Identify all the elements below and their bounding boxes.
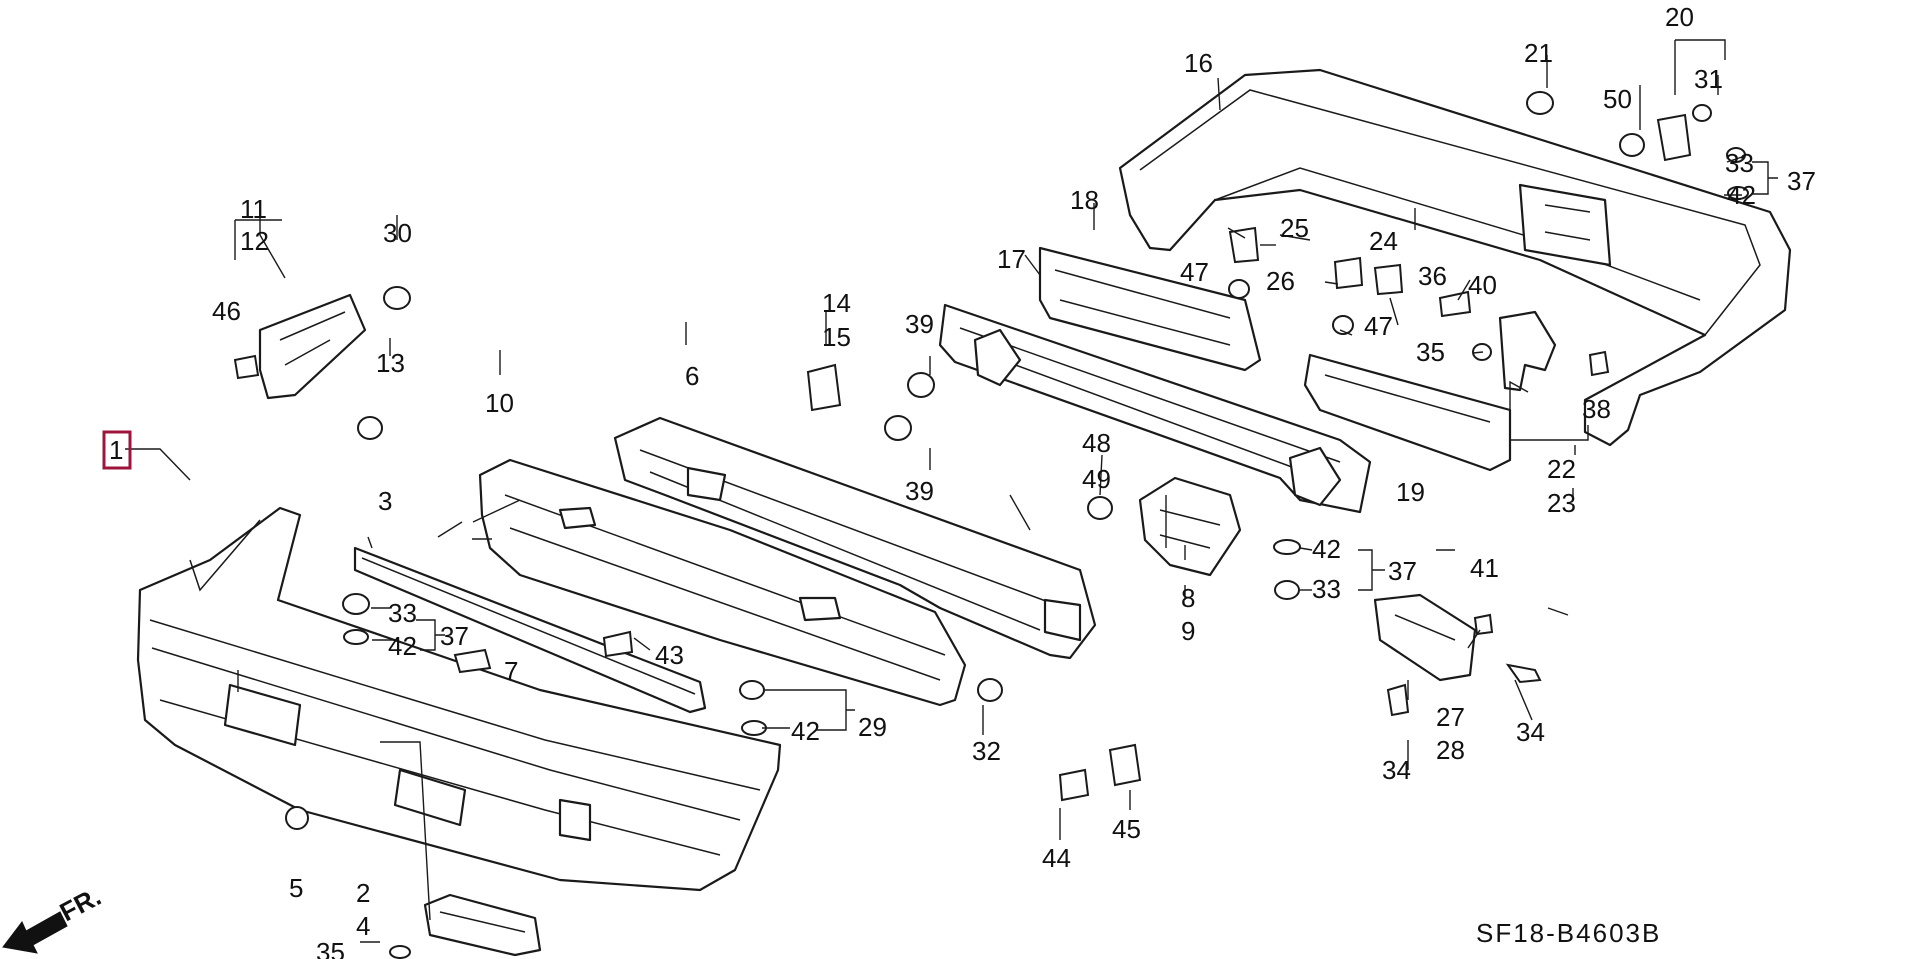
- front-mount-bracket: [1138, 476, 1242, 577]
- callout-42-mid[interactable]: 42: [1312, 534, 1341, 564]
- rear-beam: [938, 303, 1372, 514]
- callout-17[interactable]: 17: [997, 244, 1026, 274]
- callout-33-mid[interactable]: 33: [1312, 574, 1341, 604]
- callout-18[interactable]: 18: [1070, 185, 1099, 215]
- callout-39-lower[interactable]: 39: [905, 476, 934, 506]
- callout-16[interactable]: 16: [1184, 48, 1213, 78]
- callout-34-right[interactable]: 34: [1516, 717, 1545, 747]
- callout-14[interactable]: 14: [822, 288, 851, 318]
- diagram-code: SF18-B4603B: [1476, 918, 1661, 948]
- rear-absorber: [1038, 246, 1262, 372]
- callout-30[interactable]: 30: [383, 218, 412, 248]
- callout-23[interactable]: 23: [1547, 488, 1576, 518]
- rear-bumper-face: [1118, 68, 1792, 447]
- front-lower-bracket: [423, 893, 542, 957]
- callout-47[interactable]: 47: [1180, 257, 1209, 287]
- callout-41[interactable]: 41: [1470, 553, 1499, 583]
- front-beam: [613, 416, 1097, 660]
- callout-22[interactable]: 22: [1547, 454, 1576, 484]
- callout-28[interactable]: 28: [1436, 735, 1465, 765]
- front-side-bracket: [258, 293, 367, 400]
- front-upper-strip: [353, 546, 707, 714]
- callout-6[interactable]: 6: [685, 361, 699, 391]
- callout-37[interactable]: 37: [1787, 166, 1816, 196]
- callout-48[interactable]: 48: [1082, 428, 1111, 458]
- callout-35[interactable]: 35: [1416, 337, 1445, 367]
- leader-lines: [125, 39, 1778, 943]
- callout-9[interactable]: 9: [1181, 616, 1195, 646]
- callout-11[interactable]: 11: [240, 194, 267, 224]
- callout-3[interactable]: 3: [378, 486, 392, 516]
- callout-7[interactable]: 7: [504, 656, 518, 686]
- callout-34[interactable]: 34: [1382, 755, 1411, 785]
- callout-44[interactable]: 44: [1042, 843, 1071, 873]
- highlighted-callout-box: [102, 430, 132, 470]
- front-bumper-face: [136, 506, 782, 892]
- callout-49[interactable]: 49: [1082, 464, 1111, 494]
- callout-35-lower[interactable]: 35: [316, 937, 345, 959]
- callout-31[interactable]: 31: [1694, 64, 1723, 94]
- rear-side-bracket: [1498, 310, 1557, 392]
- callout-13[interactable]: 13: [376, 348, 405, 378]
- callout-37-front[interactable]: 37: [440, 621, 469, 651]
- callout-20[interactable]: 20: [1665, 2, 1694, 32]
- callout-26[interactable]: 26: [1266, 266, 1295, 296]
- front-absorber: [478, 458, 967, 707]
- callout-40[interactable]: 40: [1468, 270, 1497, 300]
- callout-12[interactable]: 12: [240, 226, 269, 256]
- callout-27[interactable]: 27: [1436, 702, 1465, 732]
- callout-42[interactable]: 42: [1727, 180, 1756, 210]
- front-direction-arrow-icon: [2, 911, 68, 954]
- callout-1[interactable]: 1: [109, 435, 123, 465]
- rear-mud-guard: [1373, 593, 1477, 682]
- callout-24[interactable]: 24: [1369, 226, 1398, 256]
- callout-39[interactable]: 39: [905, 309, 934, 339]
- callout-15[interactable]: 15: [822, 322, 851, 352]
- callout-42-front[interactable]: 42: [388, 631, 417, 661]
- callout-38[interactable]: 38: [1582, 394, 1611, 424]
- callout-47-mid[interactable]: 47: [1364, 311, 1393, 341]
- hardware-items: [233, 91, 1749, 959]
- callout-21[interactable]: 21: [1524, 38, 1553, 68]
- callout-10[interactable]: 10: [485, 388, 514, 418]
- callout-50[interactable]: 50: [1603, 84, 1632, 114]
- callout-37-mid[interactable]: 37: [1388, 556, 1417, 586]
- callout-2[interactable]: 2: [356, 878, 370, 908]
- callout-19[interactable]: 19: [1396, 477, 1425, 507]
- callout-32[interactable]: 32: [972, 736, 1001, 766]
- callout-43[interactable]: 43: [655, 640, 684, 670]
- callout-36[interactable]: 36: [1418, 261, 1447, 291]
- callout-46[interactable]: 46: [212, 296, 241, 326]
- callout-8[interactable]: 8: [1181, 583, 1195, 613]
- callout-4[interactable]: 4: [356, 911, 370, 941]
- callout-29[interactable]: 29: [858, 712, 887, 742]
- callout-5[interactable]: 5: [289, 873, 303, 903]
- callout-25[interactable]: 25: [1280, 213, 1309, 243]
- callout-42-lower[interactable]: 42: [791, 716, 820, 746]
- callout-33-front[interactable]: 33: [388, 598, 417, 628]
- callout-33[interactable]: 33: [1725, 148, 1754, 178]
- callout-45[interactable]: 45: [1112, 814, 1141, 844]
